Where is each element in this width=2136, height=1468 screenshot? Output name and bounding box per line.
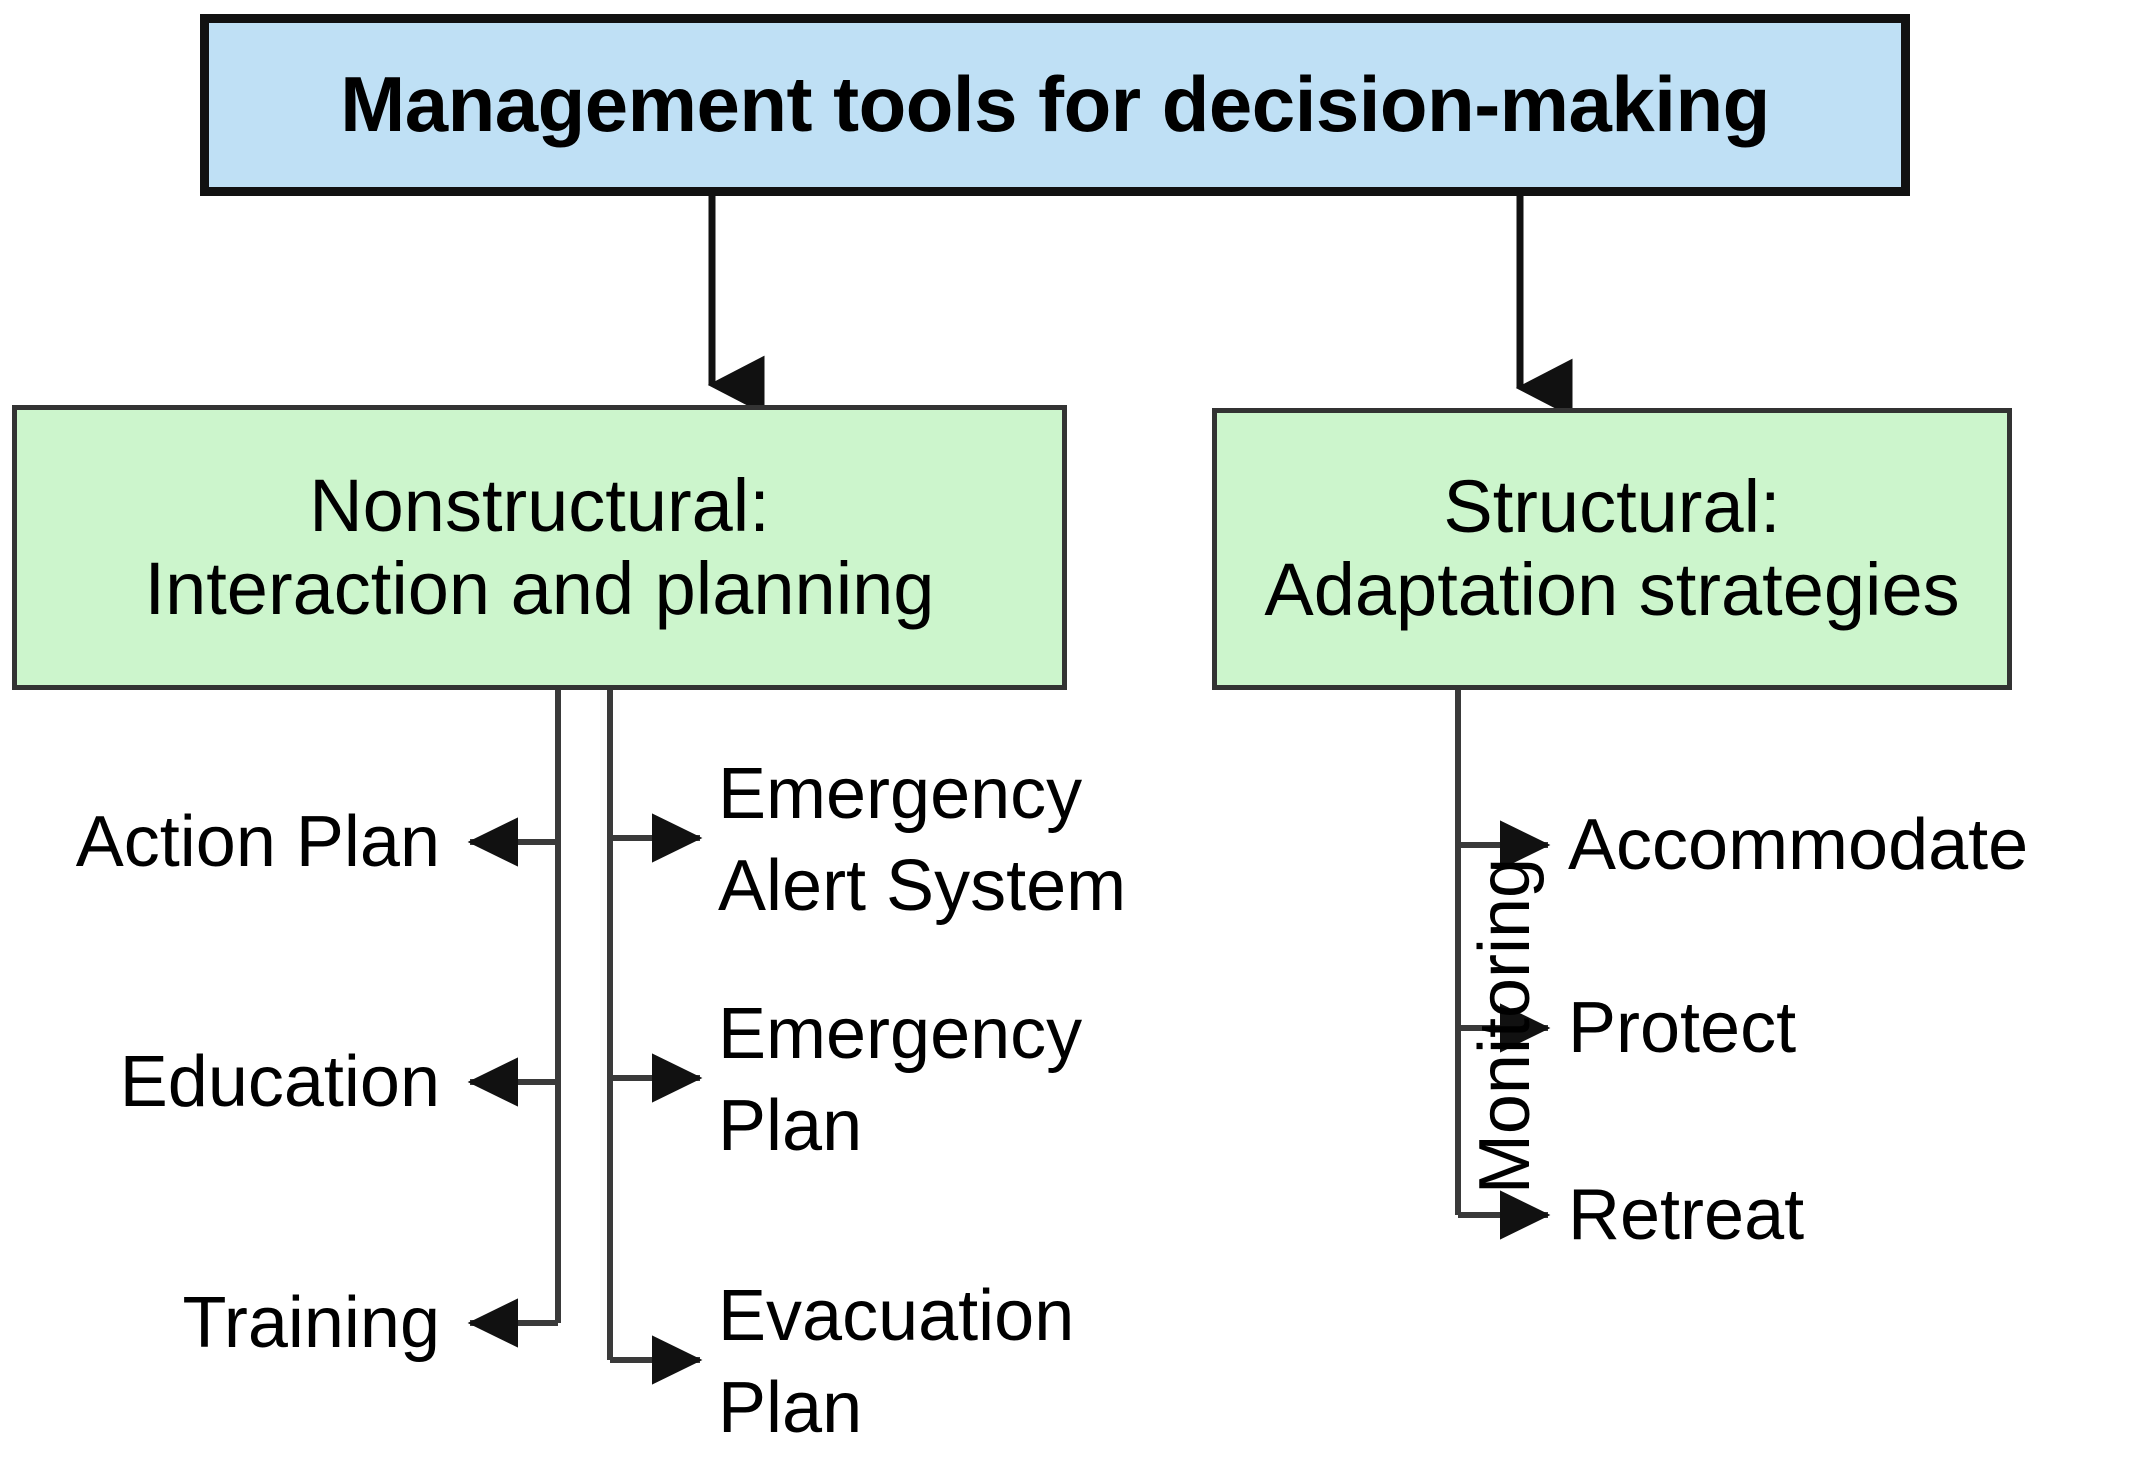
leaf-action-plan[interactable]: Action Plan — [75, 802, 440, 882]
leaf-protect[interactable]: Protect — [1568, 988, 1797, 1068]
leaf-education[interactable]: Education — [119, 1042, 440, 1122]
root-node-management-tools[interactable]: Management tools for decision-making — [200, 14, 1910, 196]
side-label-monitoring: Monitoring — [1465, 857, 1545, 1195]
leaf-emergency-alert-system[interactable]: Emergency Alert System — [718, 754, 1127, 926]
leaf-retreat[interactable]: Retreat — [1568, 1175, 1805, 1255]
branch-node-structural[interactable]: Structural: Adaptation strategies — [1212, 408, 2012, 690]
leaf-emergency-plan[interactable]: Emergency Plan — [718, 994, 1083, 1166]
connector-nonstructural-left-spine — [467, 690, 561, 1348]
branch-node-nonstructural[interactable]: Nonstructural: Interaction and planning — [12, 405, 1067, 690]
leaf-training[interactable]: Training — [182, 1283, 440, 1363]
leaf-evacuation-plan[interactable]: Evacuation Plan — [718, 1276, 1075, 1448]
leaf-accommodate[interactable]: Accommodate — [1568, 805, 2029, 885]
connector-nonstructural-right-spine — [607, 690, 703, 1385]
